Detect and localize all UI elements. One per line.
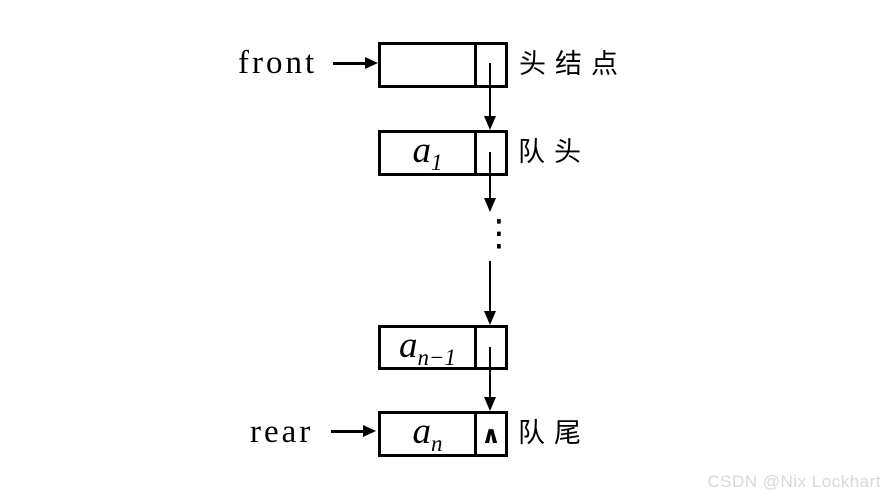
front-pointer-label: front bbox=[238, 45, 318, 81]
a1-node-pointer-cell bbox=[474, 133, 505, 173]
a1-node-value: a1 bbox=[412, 133, 443, 173]
head-node-annotation: 头结点 bbox=[519, 49, 627, 79]
a1-node-annotation: 队头 bbox=[518, 137, 590, 167]
ellipsis-dots: ⋮ bbox=[481, 213, 517, 254]
link-arrow-icon-1 bbox=[484, 116, 496, 130]
null-pointer-icon: ∧ bbox=[481, 421, 501, 449]
link-arrow-shaft-4 bbox=[489, 347, 491, 397]
an-1-node-pointer-cell bbox=[474, 328, 505, 367]
link-arrow-icon-2 bbox=[484, 198, 496, 212]
link-arrow-shaft-2 bbox=[489, 152, 491, 198]
rear-arrow-icon bbox=[363, 425, 376, 437]
rear-arrow-shaft bbox=[331, 430, 365, 433]
an-1-node-data-cell: an−1 bbox=[381, 328, 474, 367]
node-head bbox=[378, 42, 508, 88]
an-1-node-value: an−1 bbox=[398, 328, 457, 367]
link-arrow-shaft-3 bbox=[489, 261, 491, 311]
link-arrow-shaft-1 bbox=[489, 63, 491, 117]
head-node-pointer-cell bbox=[474, 45, 505, 85]
an-node-data-cell: an bbox=[381, 414, 474, 454]
an-node-annotation: 队尾 bbox=[518, 418, 590, 448]
front-arrow-shaft bbox=[333, 62, 367, 65]
an-node-pointer-cell: ∧ bbox=[474, 414, 505, 454]
front-arrow-icon bbox=[365, 57, 378, 69]
link-arrow-icon-4 bbox=[484, 397, 496, 411]
an-node-value: an bbox=[412, 414, 443, 454]
head-node-data-cell bbox=[381, 45, 474, 85]
node-an-1: an−1 bbox=[378, 325, 508, 370]
node-an: an ∧ bbox=[378, 411, 508, 457]
rear-pointer-label: rear bbox=[250, 414, 314, 450]
a1-node-data-cell: a1 bbox=[381, 133, 474, 173]
watermark-text: CSDN @Nix Lockhart bbox=[707, 472, 881, 491]
node-a1: a1 bbox=[378, 130, 508, 176]
link-arrow-icon-3 bbox=[484, 311, 496, 325]
